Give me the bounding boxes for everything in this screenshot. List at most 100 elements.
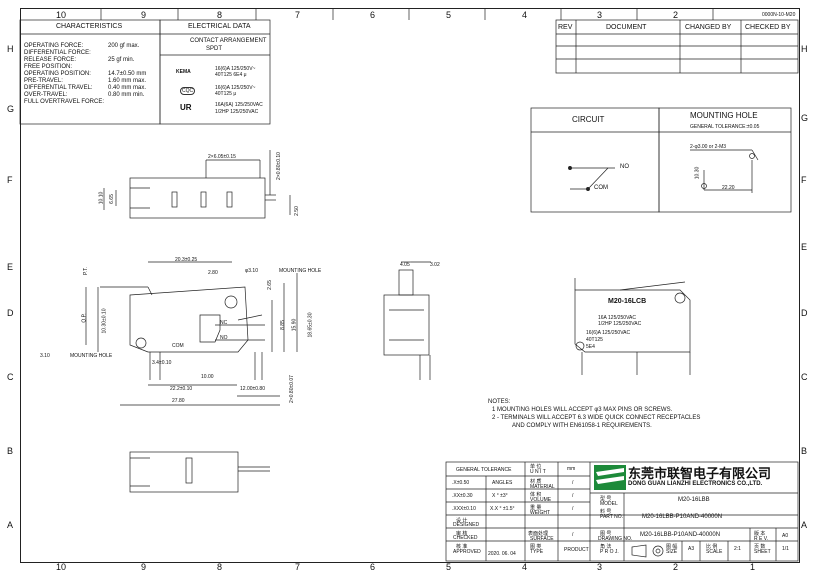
tol-2: .XX±0.30 bbox=[452, 493, 473, 499]
col-label: 10 bbox=[56, 562, 67, 572]
char-label: DIFFERENTIAL TRAVEL: bbox=[24, 85, 93, 91]
col-label: 8 bbox=[217, 10, 223, 20]
char-label: DIFFERENTIAL FORCE: bbox=[24, 50, 91, 56]
char-label: FULL OVERTRAVEL FORCE: bbox=[24, 99, 105, 105]
dim-label: 10.10 bbox=[98, 191, 105, 205]
dim-label: 2×6.05±0.15 bbox=[208, 154, 236, 160]
dim-label: MOUNTING HOLE bbox=[70, 353, 113, 359]
tol-3: .XXX±0.10 bbox=[452, 506, 476, 512]
type-val: PRODUCT bbox=[564, 547, 589, 553]
row-label: F bbox=[7, 175, 13, 185]
sheet-en: SHEET bbox=[754, 549, 771, 555]
mounting-title: MOUNTING HOLE bbox=[690, 111, 758, 120]
type-cn: 图 类 bbox=[530, 544, 542, 550]
col-label: 9 bbox=[141, 562, 147, 572]
dim-label: O.P. bbox=[81, 313, 88, 323]
note-2: 2 - TERMINALS WILL ACCEPT 6.3 WIDE QUICK… bbox=[492, 415, 701, 421]
rev-cn: 版 本 bbox=[754, 531, 766, 537]
row-label: B bbox=[7, 446, 14, 456]
volume-val: / bbox=[572, 493, 574, 499]
material-en: MATERIAL bbox=[530, 484, 555, 490]
terminal-no: NC bbox=[220, 320, 228, 326]
char-value: 0.80 mm min. bbox=[108, 92, 145, 98]
general-tolerance: GENERAL TOLERANCE bbox=[456, 467, 512, 473]
char-label: RELEASE FORCE: bbox=[24, 57, 77, 63]
col-label: 8 bbox=[217, 562, 223, 572]
spdt: SPDT bbox=[206, 46, 223, 52]
material-val: / bbox=[572, 480, 574, 486]
mounting-dim: 22.20 bbox=[722, 185, 735, 191]
row-label: B bbox=[801, 446, 808, 456]
row-label: A bbox=[801, 520, 808, 530]
material-cn: 材 质 bbox=[530, 479, 542, 485]
checked-by-header: CHECKED BY bbox=[745, 24, 791, 31]
dim-label: 2.65 bbox=[266, 280, 273, 290]
char-value: 25 gf min. bbox=[108, 57, 135, 63]
col-label: 6 bbox=[370, 562, 376, 572]
changed-by-header: CHANGED BY bbox=[685, 24, 732, 31]
weight-en: WEIGHT bbox=[530, 510, 550, 516]
type-en: TYPE bbox=[530, 549, 544, 555]
model-en: MODEL bbox=[600, 501, 618, 507]
dim-label: MOUNTING HOLE bbox=[279, 268, 322, 274]
proj-cn: 角 法 bbox=[600, 544, 612, 550]
col-label: 3 bbox=[597, 10, 603, 20]
dim-label: 18.65±0.30 bbox=[307, 312, 314, 338]
switch-rating: 16A 125/250VAC bbox=[598, 315, 636, 321]
dim-label: 12.00±0.80 bbox=[240, 386, 265, 392]
drawing-code: 0000N-10-M20 bbox=[762, 12, 796, 18]
dim-label: 8.85 bbox=[279, 320, 286, 330]
third-angle-projection-icon bbox=[631, 544, 664, 558]
col-label: 6 bbox=[370, 10, 376, 20]
rating-text: 40T125 6E4 μ bbox=[215, 72, 247, 78]
dim-label: 4.05 bbox=[400, 262, 410, 268]
dim-label: 3.10 bbox=[40, 353, 50, 359]
switch-model-label: M20-16LCB bbox=[608, 298, 647, 305]
rating-text: 40T125 μ bbox=[215, 91, 237, 97]
row-label: H bbox=[7, 44, 14, 54]
surface-val: / bbox=[572, 532, 574, 538]
switch-rating: 40T125 bbox=[586, 337, 603, 343]
dim-label: 6.65 bbox=[108, 194, 115, 204]
notes-title: NOTES: bbox=[488, 399, 511, 405]
approve-en: APPROVED bbox=[453, 549, 481, 555]
design-cn: 设 计 bbox=[456, 518, 468, 524]
dim-label: 2×0.80±0.07 bbox=[288, 375, 295, 403]
row-label: E bbox=[7, 262, 14, 272]
contact-arrangement: CONTACT ARRANGEMENT bbox=[190, 38, 267, 44]
model-cn: 型 号 bbox=[600, 496, 612, 502]
rating-text: 16(6)A 125/250V~ bbox=[215, 66, 256, 72]
company-name-cn: 东莞市联智电子有限公司 bbox=[628, 466, 772, 481]
circuit-com: COM bbox=[594, 185, 608, 191]
ur-mark-icon: UR bbox=[180, 103, 192, 112]
char-label: FREE POSITION: bbox=[24, 64, 73, 70]
rating-text: 16(6)A 125/250V~ bbox=[215, 85, 256, 91]
dim-label: 3.4±0.10 bbox=[152, 360, 172, 366]
mounting-hole-spec: 2-φ3.00 or 2-M3 bbox=[690, 144, 727, 150]
design-en: DESIGNED bbox=[453, 522, 480, 528]
row-label: C bbox=[7, 372, 14, 382]
terminal-com: COM bbox=[172, 343, 184, 349]
sheet-value: 1/1 bbox=[782, 546, 789, 552]
note-3: AND COMPLY WITH EN61058-1 REQUIREMENTS. bbox=[512, 423, 652, 429]
unit-value: mm bbox=[567, 466, 576, 472]
rev-en: R E V. bbox=[754, 536, 768, 542]
char-label: OPERATING POSITION: bbox=[24, 71, 91, 77]
col-label: 3 bbox=[597, 562, 603, 572]
rev-header: REV bbox=[558, 24, 573, 31]
char-value: 200 gf max. bbox=[108, 43, 140, 49]
characteristics-header: CHARACTERISTICS bbox=[56, 23, 123, 30]
switch-rating: 5E4 bbox=[586, 344, 595, 350]
switch-rating: 1/2HP 125/250VAC bbox=[598, 321, 642, 327]
row-label: G bbox=[7, 104, 15, 114]
char-value: 0.40 mm max. bbox=[108, 85, 147, 91]
circuit-title: CIRCUIT bbox=[572, 115, 605, 124]
col-label: 5 bbox=[446, 10, 452, 20]
switch-rating: 16(6)A 125/250VAC bbox=[586, 330, 631, 336]
char-value: 1.60 mm max. bbox=[108, 78, 147, 84]
part-en: PART NO. bbox=[600, 514, 624, 520]
col-label: 2 bbox=[673, 562, 679, 572]
rating-text: 16A(6A) 125/250VAC bbox=[215, 102, 263, 108]
col-label: 5 bbox=[446, 562, 452, 572]
